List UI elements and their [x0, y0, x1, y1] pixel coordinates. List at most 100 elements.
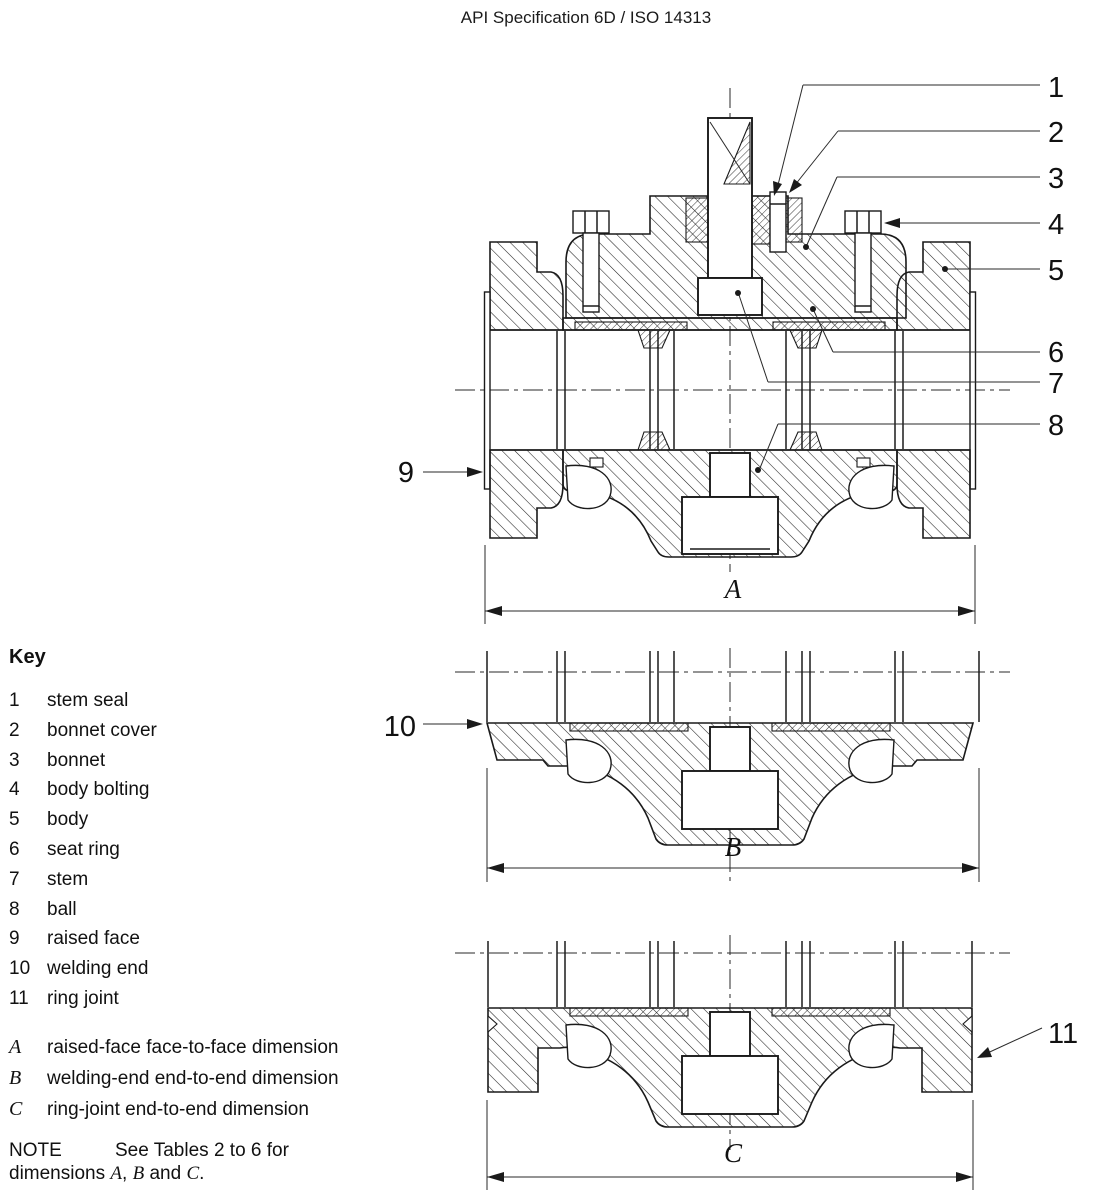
key-item-number: 7 — [9, 868, 20, 890]
dim-label-c: C — [724, 1138, 743, 1168]
dim-label: ring-joint end-to-end dimension — [47, 1099, 309, 1120]
key-item-number: 4 — [9, 779, 20, 801]
note-line-2: dimensions A, B and C. — [9, 1162, 369, 1185]
key-item: 7 stem — [9, 865, 409, 895]
stem-seal-left — [685, 197, 709, 243]
key-item-number: 8 — [9, 898, 20, 920]
stem-flat-line — [709, 121, 751, 185]
callout-3: 3 — [803, 163, 1064, 250]
callout-number-4: 4 — [1048, 209, 1064, 241]
seat-pocket — [848, 464, 895, 510]
key-item: 8 ball — [9, 895, 409, 925]
key-item-number: 11 — [9, 987, 29, 1009]
key-item-number: 3 — [9, 749, 20, 771]
gland-bolt — [769, 191, 787, 253]
note-sep1: , — [122, 1163, 133, 1184]
body-bolt-right — [844, 210, 882, 313]
key-title: Key — [9, 646, 46, 668]
note-sym-a: A — [110, 1163, 122, 1184]
bonnet-cover — [785, 197, 803, 243]
ring-joint-groove-right — [962, 1014, 973, 1034]
key-item-number: 10 — [9, 958, 31, 980]
valve-welding-end-view: B — [455, 648, 1010, 884]
callout-11: 11 — [977, 1018, 1078, 1058]
gasket-strip — [569, 722, 689, 732]
seat-ring — [789, 431, 823, 451]
key-item: 10 welding end — [9, 954, 409, 984]
dimension-a: A — [484, 545, 976, 624]
dim-label: welding-end end-to-end dimension — [47, 1068, 339, 1089]
key-item-label: body — [47, 809, 89, 831]
gasket-strip — [772, 321, 886, 331]
gasket-strip — [771, 1007, 891, 1017]
key-item: 2 bonnet cover — [9, 716, 409, 746]
seat-ring — [637, 329, 671, 349]
note-end: . — [199, 1163, 205, 1184]
seat-pocket — [565, 464, 612, 510]
key-item-number: 1 — [9, 690, 20, 711]
key-item-label: stem — [47, 868, 89, 890]
key-item: 5 body — [9, 805, 409, 835]
key-item-number: 2 — [9, 719, 20, 741]
callout-number-11: 11 — [1048, 1018, 1078, 1050]
seat-tab — [856, 457, 871, 468]
seat-pocket — [565, 738, 612, 784]
callout-5: 5 — [942, 255, 1064, 287]
body-flange-bottom-right — [896, 449, 971, 539]
callout-10: 10 — [384, 711, 483, 743]
seat-tab — [589, 457, 604, 468]
callout-9: 9 — [398, 457, 483, 489]
callout-7: 7 — [735, 290, 1064, 400]
key-item-number: 6 — [9, 838, 20, 860]
key-item: 4 body bolting — [9, 775, 409, 805]
callout-4: 4 — [884, 209, 1064, 241]
key-item-label: bonnet cover — [47, 719, 157, 741]
callout-number-2: 2 — [1048, 117, 1064, 149]
key-item-label: welding end — [47, 958, 149, 980]
callout-2: 2 — [789, 117, 1064, 193]
note-sym-c: C — [186, 1163, 200, 1184]
ring-joint-groove-left — [487, 1014, 498, 1034]
note-line2-prefix: dimensions — [9, 1163, 111, 1184]
key-item-label: stem seal — [47, 690, 129, 711]
callout-number-1: 1 — [1048, 72, 1064, 104]
stem-collar — [697, 277, 763, 316]
ball-trunnion — [709, 452, 751, 498]
gasket-strip — [574, 321, 688, 331]
callout-number-9: 9 — [398, 457, 414, 489]
dimension-b: B — [486, 768, 980, 882]
dim-symbol: C — [9, 1098, 23, 1120]
trunnion-housing — [681, 1055, 779, 1115]
dim-label: raised-face face-to-face dimension — [47, 1037, 339, 1058]
callout-number-7: 7 — [1048, 368, 1064, 400]
key-item-label: raised face — [47, 928, 140, 950]
key-item-label: seat ring — [47, 838, 120, 860]
body-bolt-left — [572, 210, 610, 313]
pipe-walls — [487, 941, 973, 1007]
key-item-label: body bolting — [47, 779, 150, 801]
key-item-number: 5 — [9, 809, 20, 831]
dim-label-a: A — [723, 574, 742, 604]
body-flange-top-right — [896, 241, 971, 331]
bore-seat-lines — [556, 331, 904, 449]
note-sym-b: B — [132, 1163, 145, 1184]
seat-pocket — [565, 1023, 612, 1069]
seat-ring — [789, 329, 823, 349]
body-flange-top-left — [489, 241, 564, 331]
seat-ring — [637, 431, 671, 451]
note-label: NOTE — [9, 1140, 62, 1161]
key-item-label: ball — [47, 898, 77, 920]
note-sep2: and — [144, 1163, 187, 1184]
callout-number-5: 5 — [1048, 255, 1064, 287]
note-text: See Tables 2 to 6 for — [115, 1140, 289, 1161]
stem-seal-right — [751, 195, 771, 245]
gasket-strip — [569, 1007, 689, 1017]
dim-label-b: B — [725, 832, 742, 862]
